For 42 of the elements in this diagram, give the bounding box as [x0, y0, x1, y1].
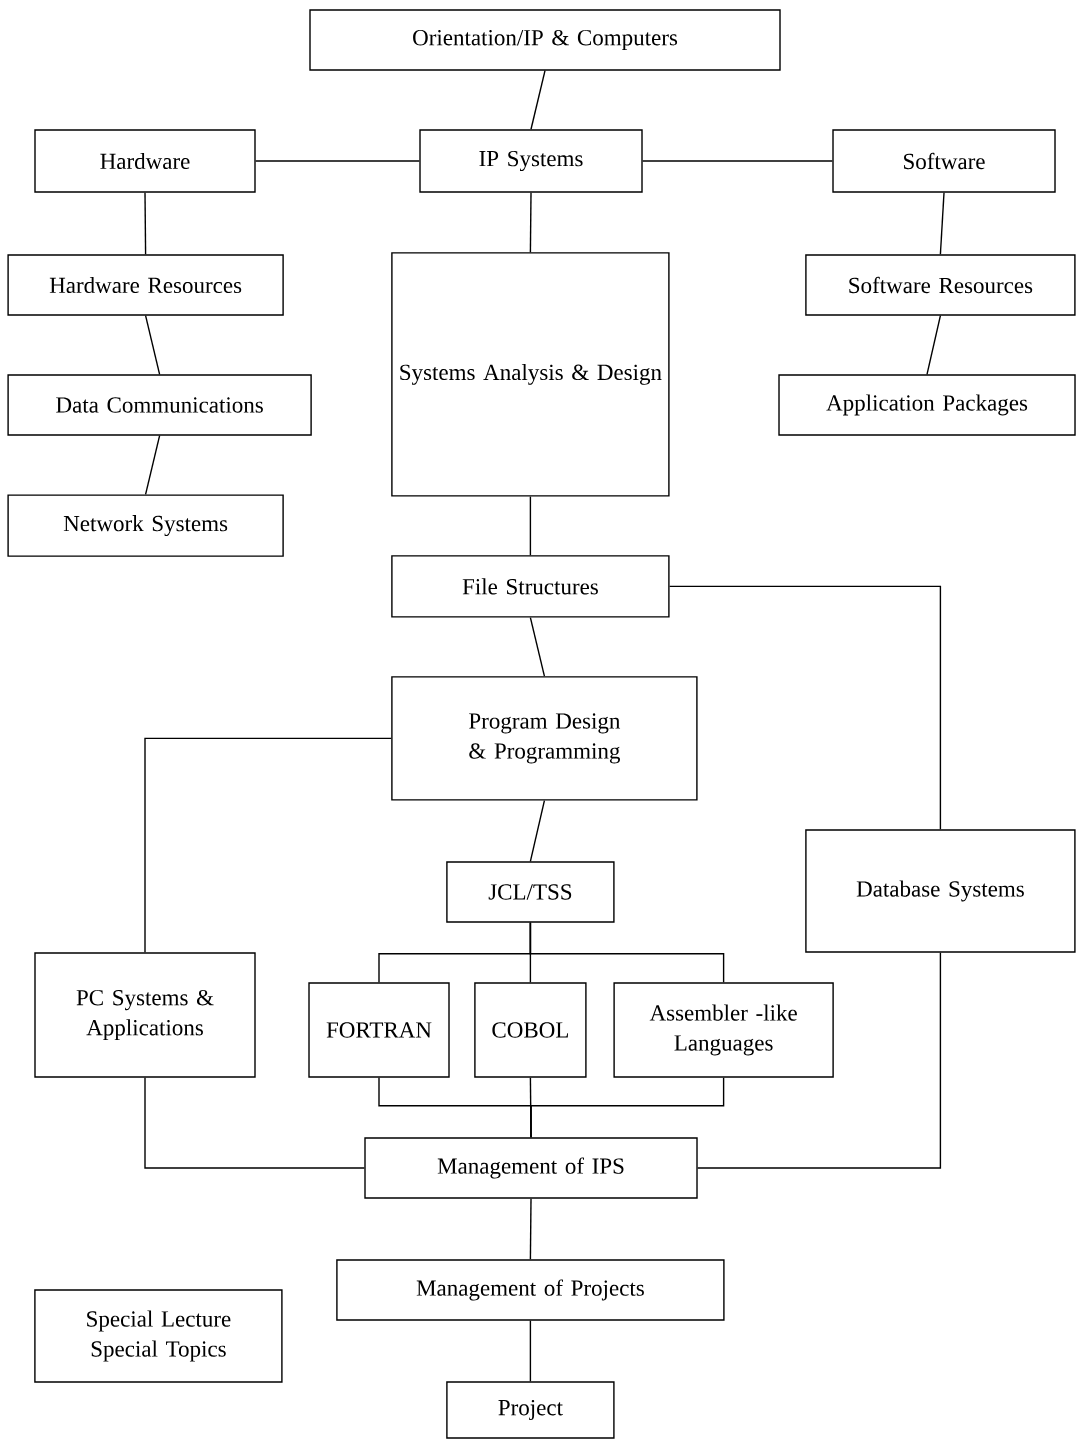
connector-line [144, 1077, 365, 1169]
box: Database Systems [805, 829, 1076, 953]
connector-line [939, 192, 945, 255]
connector-line [642, 160, 833, 162]
box: File Structures [391, 555, 670, 618]
box: Software Resources [805, 254, 1076, 316]
box: Program Design & Programming [391, 676, 698, 801]
box: Assembler -like Languages [613, 982, 834, 1078]
connector-line [529, 799, 546, 862]
connector-line [530, 1077, 725, 1138]
box: Orientation/IP & Computers [309, 9, 781, 71]
connector-line [144, 315, 161, 375]
box: Hardware [34, 129, 256, 193]
connector-line [255, 160, 420, 162]
connector-line [668, 585, 942, 830]
connector-line [529, 192, 532, 253]
box: COBOL [474, 982, 587, 1078]
box: PC Systems & Applications [34, 952, 256, 1078]
connector-line [529, 1320, 532, 1382]
box: IP Systems [419, 129, 643, 193]
box: Application Packages [778, 374, 1076, 436]
box: JCL/TSS [446, 861, 615, 923]
connector-line [926, 315, 942, 375]
box: Management of Projects [336, 1259, 725, 1321]
box: Network Systems [7, 494, 284, 557]
box: Hardware Resources [7, 254, 284, 316]
connector-line [144, 435, 161, 496]
box: Project [446, 1381, 615, 1439]
connector-line [144, 192, 147, 255]
box: FORTRAN [308, 982, 450, 1078]
connector-line [144, 737, 392, 953]
connector-line [529, 495, 532, 556]
box: Special Lecture Special Topics [34, 1289, 283, 1383]
box: Software [832, 129, 1056, 193]
box: Systems Analysis & Design [391, 252, 670, 497]
connector-line [530, 70, 546, 130]
connector-line [697, 952, 942, 1169]
connector-line [529, 616, 546, 677]
connector-line [529, 922, 725, 983]
box: Data Communications [7, 374, 312, 436]
connector-line [529, 1198, 532, 1260]
box: Management of IPS [364, 1137, 698, 1199]
